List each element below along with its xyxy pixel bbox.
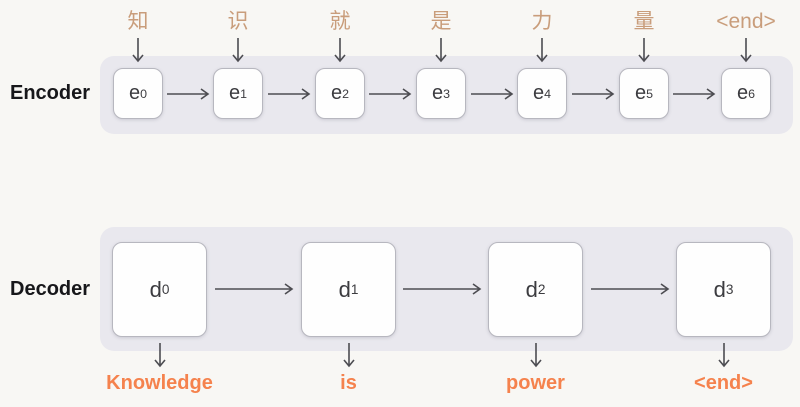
arrow-down-icon xyxy=(717,343,730,368)
decoder-cell-symbol: d xyxy=(338,276,351,302)
arrow-down-icon xyxy=(334,38,346,63)
decoder-cell-symbol: d xyxy=(713,276,726,302)
encoder-cell-subscript: 0 xyxy=(140,86,148,101)
arrow-right-icon xyxy=(572,88,615,100)
arrow-down-icon xyxy=(740,38,752,63)
arrow-down-icon xyxy=(536,38,548,63)
decoder-cell-subscript: 2 xyxy=(537,282,546,297)
decoder-output-token: is xyxy=(340,372,357,394)
encoder-input-token: 量 xyxy=(633,10,655,33)
arrow-down-icon xyxy=(232,38,244,63)
encoder-cell-symbol: e xyxy=(128,82,141,104)
arrow-right-icon xyxy=(268,88,311,100)
encoder-cell-symbol: e xyxy=(634,82,647,104)
arrow-right-icon xyxy=(591,283,670,295)
encoder-cell-symbol: e xyxy=(228,82,241,104)
arrow-right-icon xyxy=(673,88,716,100)
decoder-output-token: Knowledge xyxy=(106,372,213,394)
encoder-input-token: <end> xyxy=(716,10,776,33)
arrow-down-icon xyxy=(342,343,355,368)
encoder-input-token: 力 xyxy=(531,10,553,33)
encoder-input-token: 是 xyxy=(430,10,452,33)
arrow-right-icon xyxy=(403,283,482,295)
encoder-cell-subscript: 4 xyxy=(544,86,552,101)
encoder-cell-subscript: 3 xyxy=(443,86,451,101)
encoder-input-token: 识 xyxy=(227,10,249,33)
decoder-output-token: <end> xyxy=(694,372,753,394)
arrow-down-icon xyxy=(153,343,166,368)
decoder-cell-symbol: d xyxy=(149,276,162,302)
arrow-down-icon xyxy=(529,343,542,368)
encoder-cell-subscript: 2 xyxy=(342,86,350,101)
encoder-cell-symbol: e xyxy=(736,82,749,104)
decoder-cell-subscript: 1 xyxy=(350,282,359,297)
arrow-down-icon xyxy=(638,38,650,63)
encoder-cell-subscript: 6 xyxy=(748,86,756,101)
arrow-down-icon xyxy=(132,38,144,63)
arrow-right-icon xyxy=(369,88,412,100)
arrow-down-icon xyxy=(435,38,447,63)
encoder-cell-symbol: e xyxy=(431,82,444,104)
decoder-cell-symbol: d xyxy=(525,276,538,302)
encoder-input-token: 就 xyxy=(329,10,351,33)
decoder-cell-subscript: 0 xyxy=(161,282,170,297)
encoder-cell-symbol: e xyxy=(532,82,545,104)
encoder-section-label: Encoder xyxy=(10,82,91,104)
decoder-cell-subscript: 3 xyxy=(725,282,734,297)
decoder-output-token: power xyxy=(506,372,565,394)
encoder-cell-symbol: e xyxy=(330,82,343,104)
decoder-section-label: Decoder xyxy=(10,278,91,300)
encoder-cell-subscript: 1 xyxy=(240,86,248,101)
arrow-right-icon xyxy=(167,88,210,100)
arrow-right-icon xyxy=(215,283,294,295)
encoder-input-token: 知 xyxy=(127,10,149,33)
arrow-right-icon xyxy=(471,88,514,100)
encoder-cell-subscript: 5 xyxy=(646,86,654,101)
